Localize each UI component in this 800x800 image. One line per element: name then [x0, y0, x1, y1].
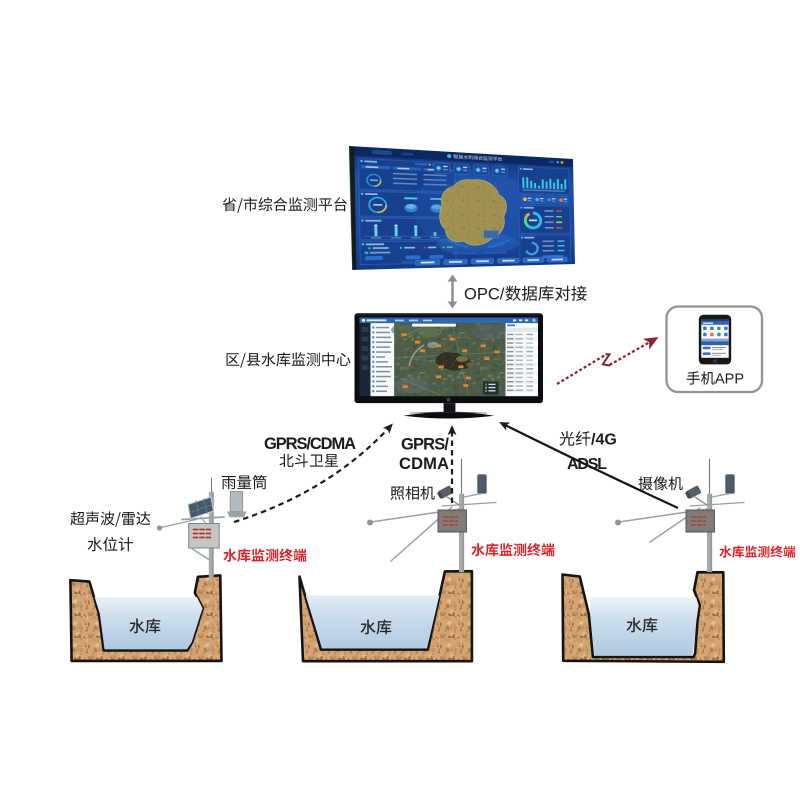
- svg-text:/4G: /4G: [591, 432, 617, 449]
- svg-text:CDMA: CDMA: [399, 455, 449, 473]
- svg-text:GPRS/: GPRS/: [401, 436, 449, 454]
- svg-text:OPC/: OPC/: [464, 286, 505, 304]
- svg-text:ADSL: ADSL: [567, 456, 607, 473]
- svg-text:GPRS/CDMA: GPRS/CDMA: [264, 435, 356, 453]
- svg-text:APP: APP: [715, 372, 744, 388]
